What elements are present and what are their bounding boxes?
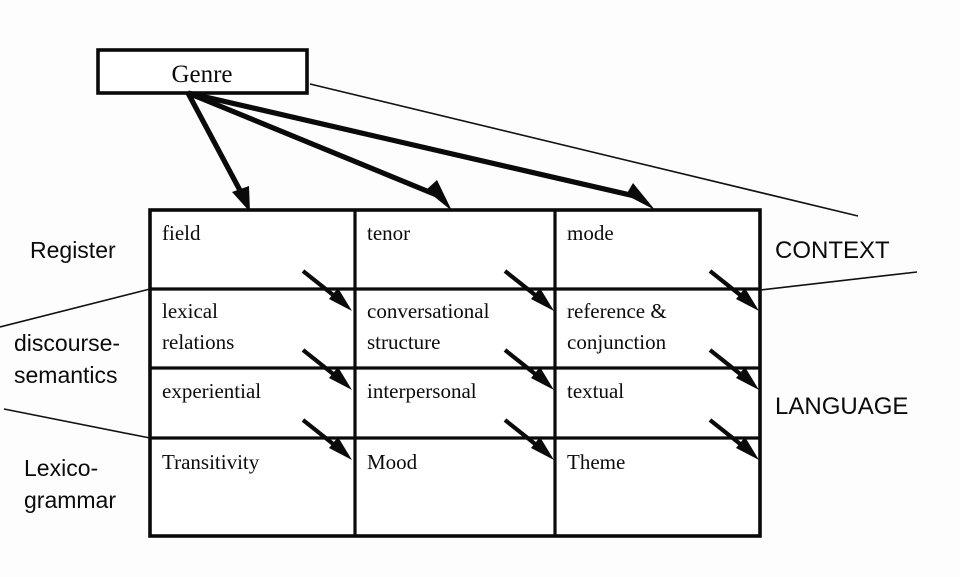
table-cell-lexical-relations-line2: relations <box>162 330 234 354</box>
realization-arrow-lexical-relations <box>301 348 352 390</box>
lexicogrammar-leader-line <box>3 408 151 439</box>
stratum-label-discourse-semantics-line1: discourse- <box>14 330 120 356</box>
stratum-label-discourse-semantics-line2: semantics <box>14 362 118 388</box>
realization-arrow-reference-conjunction <box>708 348 759 390</box>
table-cell-conversational-structure-line1: conversational <box>367 299 490 323</box>
realization-arrow-tenor <box>503 269 554 311</box>
stratum-label-lexico-grammar-line2: grammar <box>24 487 116 513</box>
table-cell-experiential: experiential <box>162 379 261 403</box>
genre-box: Genre <box>96 48 309 95</box>
table-cell-reference-conjunction-line1: reference & <box>567 299 667 323</box>
realization-arrow-experiential <box>301 418 352 460</box>
register-leader-line <box>0 288 151 328</box>
genre-to-mode-arrow <box>187 90 655 210</box>
table-cell-theme: Theme <box>567 450 625 474</box>
realization-arrow-interpersonal <box>503 418 554 460</box>
table-grid <box>150 210 760 536</box>
realization-arrow-conversational-structure <box>503 348 554 390</box>
realization-arrow-field <box>301 269 352 311</box>
genre-box-label: Genre <box>171 61 232 88</box>
table-cell-textual: textual <box>567 379 624 403</box>
stratum-label-lexico-grammar-line1: Lexico- <box>24 455 98 481</box>
table-cell-conversational-structure-line2: structure <box>367 330 440 354</box>
language-leader-line <box>759 271 918 291</box>
table-cell-transitivity: Transitivity <box>162 450 260 474</box>
stratum-label-register: Register <box>30 237 116 263</box>
plane-label-context: CONTEXT <box>775 237 890 264</box>
table-cell-tenor: tenor <box>367 221 410 245</box>
realization-arrow-mode <box>708 269 759 311</box>
table-cell-field: field <box>162 221 201 245</box>
table-cell-lexical-relations-line1: lexical <box>162 299 218 323</box>
table-cell-interpersonal: interpersonal <box>367 379 477 403</box>
realization-arrow-textual <box>708 418 759 460</box>
table-border <box>148 208 762 538</box>
context-leader-line <box>309 83 859 217</box>
plane-label-language: LANGUAGE <box>775 393 908 420</box>
table-cell-mode: mode <box>567 221 614 245</box>
genre-box-rect <box>96 48 309 95</box>
table-cell-reference-conjunction-line2: conjunction <box>567 330 667 354</box>
genre-to-field-arrow <box>185 91 250 212</box>
genre-to-tenor-arrow <box>187 90 452 211</box>
table-cell-mood: Mood <box>367 450 418 474</box>
